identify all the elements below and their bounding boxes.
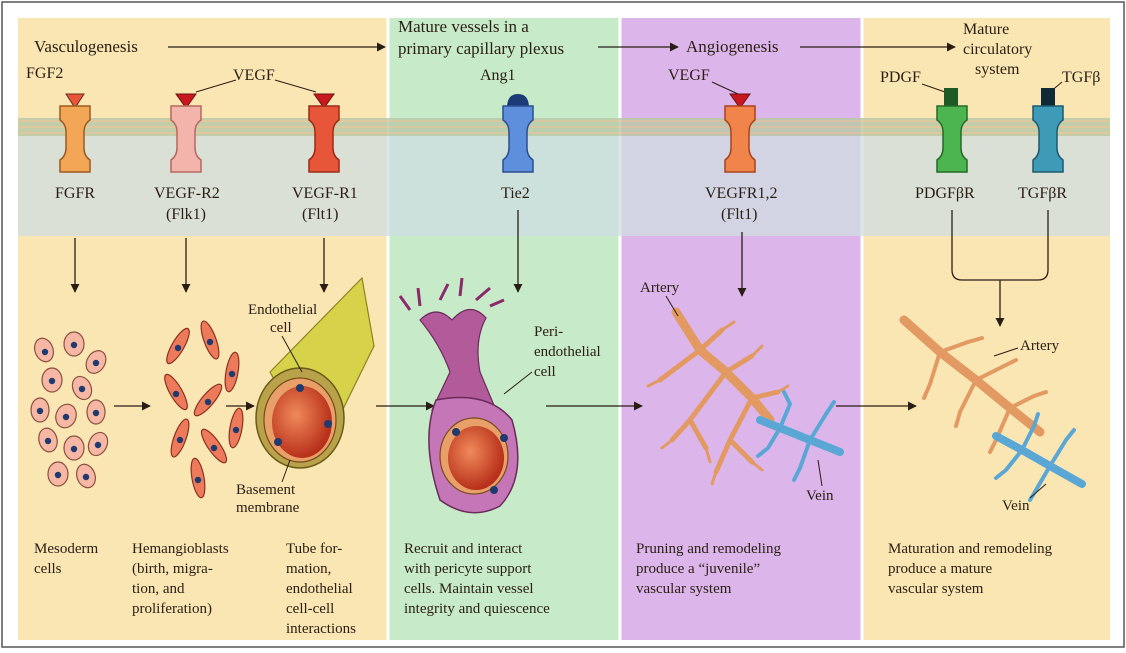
ligand-tgfb: TGFβ [1062,69,1100,86]
ligand-vegf-1: VEGF [233,67,275,84]
caption-tube-1: Tube for- [286,541,342,557]
label-artery-2: Artery [1020,338,1060,354]
label-vasculogenesis: Vasculogenesis [34,37,138,56]
label-peri-endothelial: endothelial [534,344,601,360]
caption-tube-5: interactions [286,621,356,637]
caption-maturation-2: produce a mature [888,561,992,577]
label-mature-2: circulatory [963,41,1032,58]
caption-tube-3: endothelial [286,581,353,597]
label-mature-1: Mature [963,21,1009,38]
receptor-label-flt1: (Flt1) [302,206,338,223]
receptor-label-flk1: (Flk1) [166,206,206,223]
receptor-label-tgfbr: TGFβR [1018,185,1067,202]
caption-pruning-2: produce a “juvenile” [636,561,760,577]
caption-tube-2: mation, [286,561,331,577]
label-membrane: membrane [236,500,300,516]
label-endothelial: Endothelial [248,302,317,318]
label-mature-3: system [975,61,1020,78]
caption-maturation-3: vascular system [888,581,984,597]
receptor-label-fgfr: FGFR [55,185,95,202]
label-vein-2: Vein [1002,498,1030,514]
caption-recruit-3: cells. Maintain vessel [404,581,534,597]
label-angiogenesis: Angiogenesis [686,37,779,56]
label-endothelial-cell: cell [270,320,292,336]
caption-hemangio-2: (birth, migra- [132,561,213,577]
caption-mesoderm-1: Mesoderm [34,541,98,557]
receptor-label-vegfr12: VEGFR1,2 [705,185,777,202]
label-mature-vessels-2: primary capillary plexus [398,39,564,58]
caption-recruit-4: integrity and quiescence [404,601,550,617]
caption-hemangio-3: tion, and [132,581,185,597]
receptor-label-flt1-b: (Flt1) [721,206,757,223]
label-peri-cell: cell [534,364,556,380]
label-basement: Basement [236,482,296,498]
caption-pruning-3: vascular system [636,581,732,597]
label-mature-vessels-1: Mature vessels in a [398,17,529,36]
ligand-fgf2: FGF2 [26,65,63,82]
ligand-ang1: Ang1 [480,67,516,84]
caption-hemangio-4: proliferation) [132,601,212,617]
label-peri: Peri- [534,324,563,340]
caption-maturation-1: Maturation and remodeling [888,541,1053,557]
caption-recruit-1: Recruit and interact [404,541,523,557]
label-artery-1: Artery [640,280,680,296]
caption-hemangio-1: Hemangioblasts [132,541,229,557]
caption-mesoderm-2: cells [34,561,62,577]
label-vein-1: Vein [806,488,834,504]
receptor-label-tie2: Tie2 [501,185,530,202]
receptor-label-pdgfbr: PDGFβR [915,185,975,202]
receptor-label-vegfr2: VEGF-R2 [154,185,220,202]
ligand-vegf-2: VEGF [668,67,710,84]
receptor-label-vegfr1: VEGF-R1 [292,185,358,202]
caption-recruit-2: with pericyte support [404,561,532,577]
ligand-pdgf: PDGF [880,69,921,86]
caption-pruning-1: Pruning and remodeling [636,541,781,557]
caption-tube-4: cell-cell [286,601,334,617]
